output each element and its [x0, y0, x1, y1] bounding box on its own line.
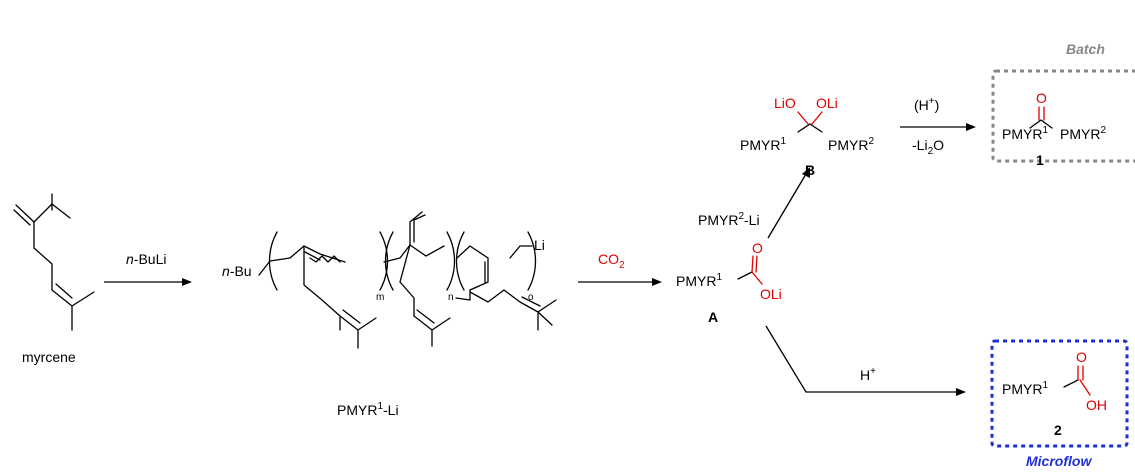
- compound-b-pmyr2: PMYR2: [828, 136, 874, 153]
- compound-b-o-bonds: [797, 111, 823, 125]
- acid-oh: OH: [1086, 397, 1107, 413]
- subscript-n: n: [448, 292, 454, 303]
- subscript-o: o: [528, 292, 534, 303]
- compound-a-co-bond: [751, 271, 763, 285]
- nbuli-reagent: n-BuLi: [126, 251, 166, 267]
- arrowhead-carboxylation: [652, 278, 662, 286]
- batch-label: Batch: [1066, 41, 1105, 57]
- arrowhead-to-b: [802, 167, 810, 178]
- arrowhead-to-microflow: [956, 388, 966, 396]
- polymer-structure: [258, 211, 557, 349]
- subscript-m: m: [376, 292, 384, 303]
- ketone-bonds: [1029, 119, 1053, 129]
- compound-a-bond: [737, 271, 753, 280]
- microflow-label: Microflow: [1026, 453, 1092, 469]
- compound-2-label: 2: [1054, 422, 1062, 438]
- acid-oxygen: O: [1076, 349, 1087, 365]
- pmyr2li-reagent: PMYR2-Li: [698, 211, 760, 228]
- compound-a-carbonyl: [751, 255, 758, 273]
- batch-box: [991, 69, 1135, 163]
- h-plus-microflow: H+: [860, 366, 876, 383]
- compound-1-label: 1: [1036, 152, 1044, 168]
- arrow-to-b: [767, 173, 807, 239]
- compound-b-label: B: [805, 162, 815, 178]
- compound-b-lio: LiO: [774, 95, 796, 111]
- compound-b-pmyr1: PMYR1: [740, 136, 786, 153]
- arrow-to-microflow: [765, 325, 960, 393]
- acid-bond: [1063, 379, 1079, 388]
- ketone-oxygen: O: [1036, 90, 1047, 106]
- arrowhead-initiation: [182, 278, 192, 286]
- compound-a-oli: OLi: [760, 286, 782, 302]
- microflow-box: [990, 339, 1129, 448]
- ketone-pmyr2: PMYR2: [1060, 125, 1106, 142]
- compound-a-label: A: [708, 309, 718, 325]
- li-chain-end: Li: [534, 237, 545, 253]
- acid-carbonyl: [1077, 365, 1084, 381]
- compound-b-oli: OLi: [816, 95, 838, 111]
- compound-b-c-bonds: [797, 123, 823, 133]
- nbu-end-group: n-Bu: [222, 263, 252, 279]
- minus-li2o: -Li2O: [912, 137, 944, 157]
- co2-reagent: CO2: [598, 251, 625, 271]
- h-plus-batch: (H+): [914, 96, 939, 113]
- compound-a-oxygen: O: [752, 240, 763, 256]
- arrowhead-to-ketone: [966, 123, 976, 131]
- acid-pmyr1: PMYR1: [1002, 380, 1048, 397]
- ketone-carbonyl: [1038, 106, 1045, 121]
- polymer-label: PMYR1-Li: [337, 401, 399, 418]
- myrcene-structure: [13, 193, 95, 331]
- acid-oh-bond: [1079, 379, 1091, 396]
- ketone-pmyr1: PMYR1: [1002, 125, 1048, 142]
- myrcene-label: myrcene: [22, 349, 76, 365]
- compound-a-pmyr: PMYR1: [676, 272, 722, 289]
